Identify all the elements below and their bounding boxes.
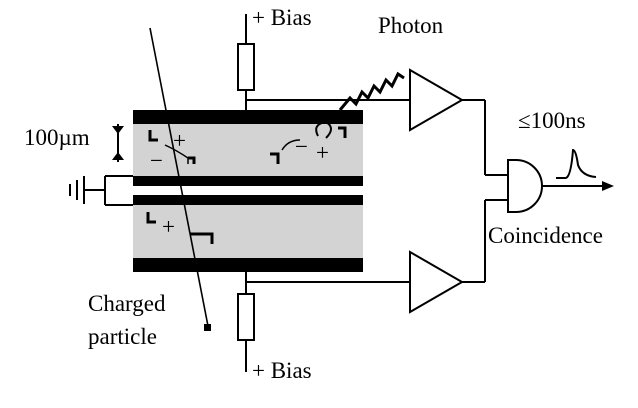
photon-wave-icon (338, 71, 405, 111)
plus-charge: + (173, 128, 186, 153)
minus-charge: − (295, 134, 308, 159)
coincidence-label: Coincidence (488, 223, 603, 248)
particle-track (149, 27, 209, 327)
electrode-middle-lower (133, 195, 363, 205)
output-arrow-icon (602, 181, 614, 191)
particle-label-line2: particle (88, 324, 157, 349)
particle-arrow-icon (204, 324, 211, 331)
particle-label-line1: Charged (88, 291, 166, 316)
electrode-bottom (133, 258, 363, 272)
gas-gap-bottom (133, 205, 363, 259)
amplifier-bottom (409, 250, 465, 314)
timing-label: ≤100ns (518, 108, 586, 133)
minus-charge: − (150, 148, 163, 173)
bias-top-label: + Bias (252, 5, 312, 30)
ground-connection (84, 175, 133, 206)
amplifier-top (409, 68, 465, 132)
bias-bottom-label: + Bias (252, 358, 312, 383)
gas-gap-top (133, 123, 363, 177)
electron-drift-marks-top (148, 120, 347, 164)
ground-icon (69, 176, 85, 204)
amplifier-output-wires (462, 99, 510, 283)
output-pulse-icon (556, 148, 597, 179)
bias-resistor-bottom (237, 272, 255, 372)
electron-drift-marks-bottom (146, 212, 214, 244)
plus-charge: + (316, 140, 329, 165)
gap-thickness-label: 100µm (24, 125, 90, 150)
photon-label: Photon (378, 13, 444, 38)
gap-thickness-marker (112, 124, 124, 162)
electrode-top (133, 110, 363, 124)
electrode-middle-upper (133, 176, 363, 186)
plus-charge: + (162, 214, 175, 239)
coincidence-gate (507, 159, 543, 213)
